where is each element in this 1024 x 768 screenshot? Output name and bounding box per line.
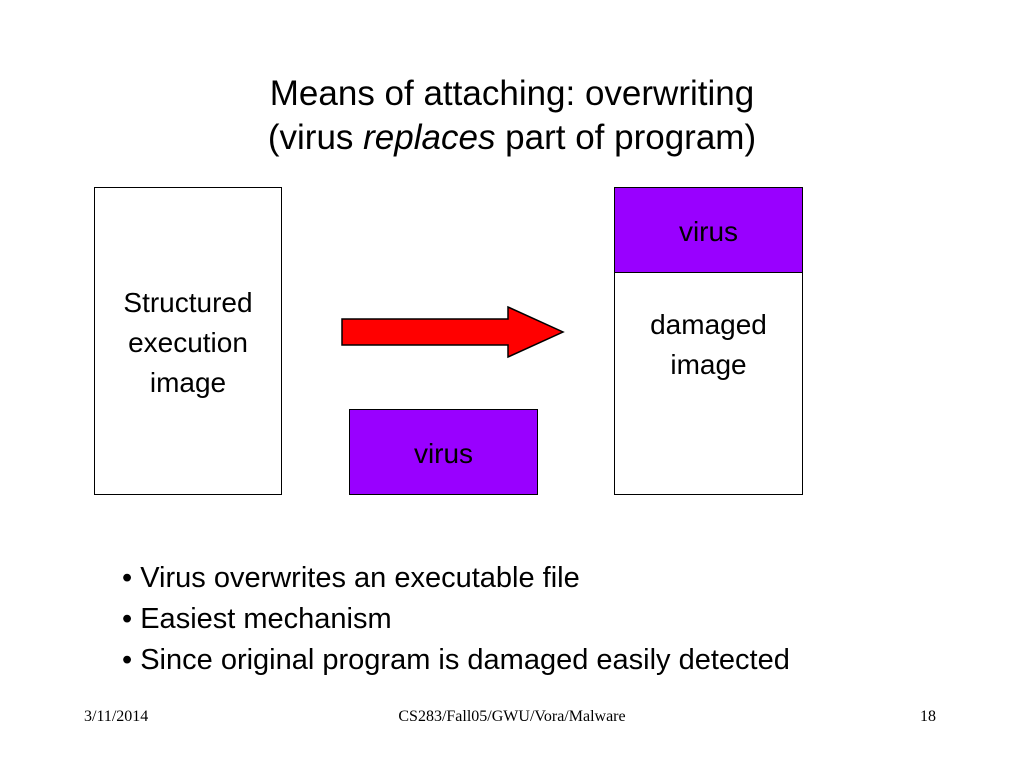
- original-program-label: Structured execution image: [95, 283, 281, 403]
- original-label-line-3: image: [149, 367, 227, 398]
- infected-program-box: virus damaged image: [614, 187, 803, 495]
- footer-page-number: 18: [920, 708, 936, 725]
- title-suffix: part of program): [495, 118, 757, 157]
- infected-virus-section: virus: [614, 187, 803, 273]
- bullet-text: Easiest mechanism: [140, 603, 392, 635]
- bullet-text: Since original program is damaged easily…: [140, 644, 790, 676]
- slide-title: Means of attaching: overwriting (virus r…: [0, 72, 1024, 160]
- damaged-image-label: damaged image: [615, 305, 802, 385]
- original-label-line-1: Structured: [123, 287, 253, 318]
- slide-title-line-2: (virus replaces part of program): [0, 116, 1024, 160]
- virus-box-label: virus: [413, 438, 474, 469]
- damaged-label-line-1: damaged: [650, 309, 767, 340]
- arrow-shape: [341, 305, 565, 359]
- bullet-icon: •: [122, 562, 141, 594]
- slide-title-line-1: Means of attaching: overwriting: [269, 74, 755, 113]
- original-label-line-2: execution: [128, 327, 248, 358]
- infected-virus-label: virus: [678, 216, 739, 247]
- bullet-icon: •: [122, 644, 141, 676]
- damaged-label-line-2: image: [670, 349, 747, 380]
- right-arrow-icon: [341, 305, 565, 359]
- original-program-box: Structured execution image: [94, 187, 282, 495]
- bullet-item: • Since original program is damaged easi…: [122, 640, 790, 681]
- bullet-text: Virus overwrites an executable file: [140, 562, 580, 594]
- bullet-icon: •: [122, 603, 141, 635]
- title-emphasis: replaces: [363, 118, 496, 157]
- title-prefix: (virus: [267, 118, 364, 157]
- virus-box: virus: [349, 409, 538, 495]
- footer-date: 3/11/2014: [84, 708, 149, 725]
- bullet-item: • Easiest mechanism: [122, 599, 790, 640]
- footer-course: CS283/Fall05/GWU/Vora/Malware: [398, 708, 626, 725]
- bullet-item: • Virus overwrites an executable file: [122, 558, 790, 599]
- bullet-list: • Virus overwrites an executable file • …: [122, 558, 790, 681]
